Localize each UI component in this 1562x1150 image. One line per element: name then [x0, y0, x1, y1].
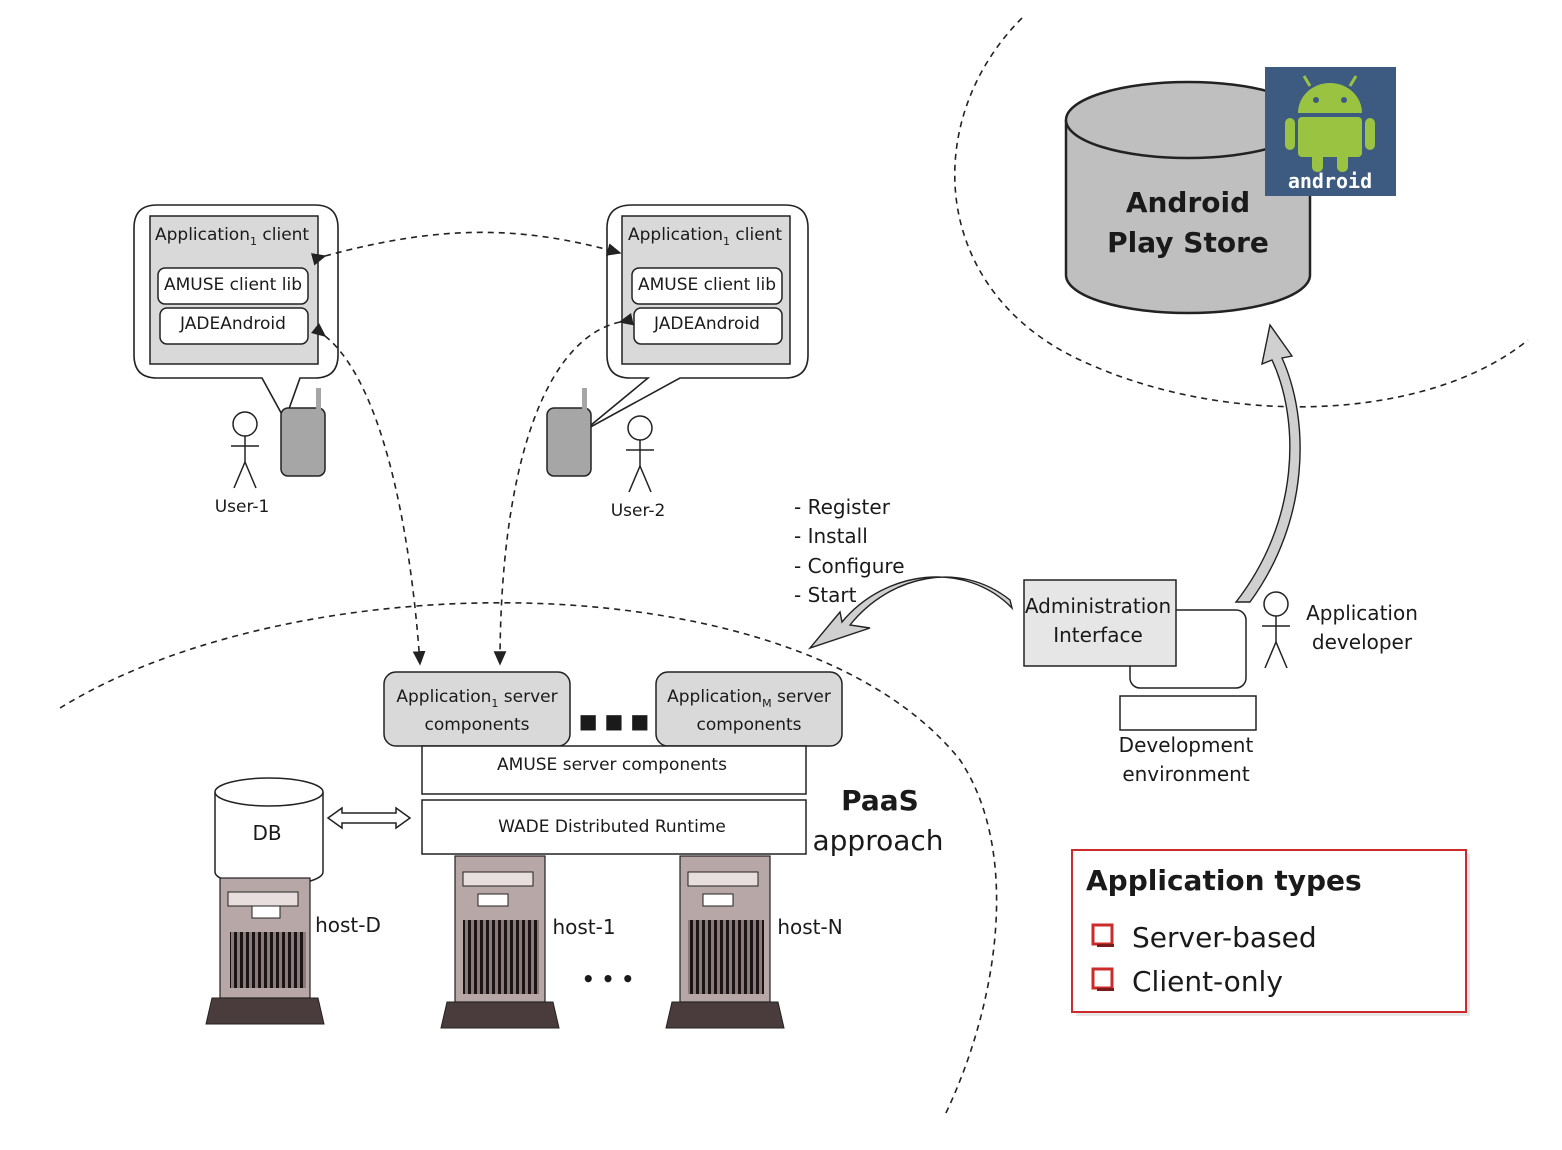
- client-right-lib-label: AMUSE client lib: [638, 275, 776, 295]
- android-logo-icon: android: [1265, 67, 1396, 196]
- application-type-server-based: Server-based: [1132, 921, 1317, 954]
- db-label: DB: [252, 821, 281, 845]
- svg-text:- Configure: - Configure: [794, 554, 905, 578]
- server-tower-icon-host-d: [205, 877, 325, 1025]
- client-right-server-link: [493, 312, 634, 666]
- publish-arrow: [1234, 323, 1301, 603]
- devenv-label-2: environment: [1122, 762, 1250, 786]
- developer-figure-icon: [1262, 591, 1290, 669]
- user1-label: User-1: [215, 497, 270, 517]
- store-title-line2: Play Store: [1107, 226, 1269, 259]
- wade-runtime-box: [421, 799, 807, 855]
- paas-subtitle: approach: [812, 824, 943, 857]
- host-n-label: host-N: [777, 915, 842, 939]
- client-left-lib-box: [157, 267, 309, 305]
- client-right-runtime-label: JADEAndroid: [653, 314, 760, 334]
- svg-text:- Install: - Install: [794, 524, 868, 548]
- svg-text:components: components: [424, 715, 529, 735]
- svg-text:ApplicationM server: ApplicationM server: [667, 687, 831, 710]
- application-types-title: Application types: [1086, 864, 1362, 897]
- client-right-title: Application1 client: [628, 225, 782, 248]
- store-region-boundary: [954, 17, 1529, 408]
- devenv-label-1: Development: [1119, 733, 1254, 757]
- db-wade-double-arrow: [326, 806, 412, 830]
- phone-icon-user2: [546, 388, 592, 477]
- svg-text:Application1 server: Application1 server: [396, 687, 557, 710]
- keyboard-box: [1119, 695, 1257, 731]
- server-app1-box: Application1 server components: [383, 671, 571, 747]
- developer-label-1: Application: [1306, 601, 1418, 625]
- play-store-cylinder-icon: [1064, 80, 1312, 315]
- amuse-server-label: AMUSE server components: [497, 755, 727, 775]
- svg-text:- Register: - Register: [794, 495, 891, 519]
- developer-label-2: developer: [1312, 630, 1413, 654]
- store-title-line1: Android: [1126, 186, 1250, 219]
- user2-figure-icon: [626, 415, 654, 493]
- admin-interface-label-1: Administration: [1025, 594, 1171, 618]
- amuse-server-box: [421, 745, 807, 795]
- user2-label: User-2: [611, 501, 666, 521]
- action-list: - Register - Install - Configure - Start: [794, 495, 905, 607]
- svg-text:android: android: [1288, 169, 1372, 193]
- client-left-title: Application1 client: [155, 225, 309, 248]
- client-left-server-link: [311, 322, 426, 666]
- client-left-lib-label: AMUSE client lib: [164, 275, 302, 295]
- server-tower-icon-host-n: [665, 855, 785, 1029]
- client-right-lib-box: [631, 267, 783, 305]
- client-bubble-right: Application1 client AMUSE client lib JAD…: [584, 204, 809, 431]
- hosts-ellipsis: • • •: [582, 967, 634, 991]
- checkbox-icon-client-only: [1091, 967, 1114, 991]
- svg-text:- Start: - Start: [794, 583, 857, 607]
- admin-interface-box: [1023, 579, 1177, 667]
- client-peer-link: [310, 231, 622, 266]
- svg-text:components: components: [696, 715, 801, 735]
- paas-title: PaaS: [841, 784, 919, 817]
- server-tower-icon-host-1: [440, 855, 560, 1029]
- application-type-client-only: Client-only: [1132, 965, 1283, 998]
- wade-runtime-label: WADE Distributed Runtime: [498, 817, 726, 837]
- admin-interface-label-2: Interface: [1053, 623, 1143, 647]
- user1-figure-icon: [231, 411, 259, 489]
- host-d-label: host-D: [315, 913, 381, 937]
- server-appM-box: ApplicationM server components: [655, 671, 843, 747]
- server-apps-ellipsis: ■ ■ ■: [579, 709, 650, 733]
- checkbox-icon-server-based: [1091, 923, 1114, 947]
- client-left-runtime-label: JADEAndroid: [179, 314, 286, 334]
- client-bubble-left: Application1 client AMUSE client lib JAD…: [133, 204, 339, 422]
- paas-region-boundary: [59, 602, 998, 1116]
- client-right-runtime-box: [633, 307, 783, 345]
- db-cylinder-icon: [214, 777, 324, 887]
- client-left-runtime-box: [159, 307, 309, 345]
- application-types-panel: Application types Server-based Client-on…: [1071, 849, 1470, 1016]
- host-1-label: host-1: [552, 915, 615, 939]
- admin-to-paas-arrow: [807, 576, 1014, 650]
